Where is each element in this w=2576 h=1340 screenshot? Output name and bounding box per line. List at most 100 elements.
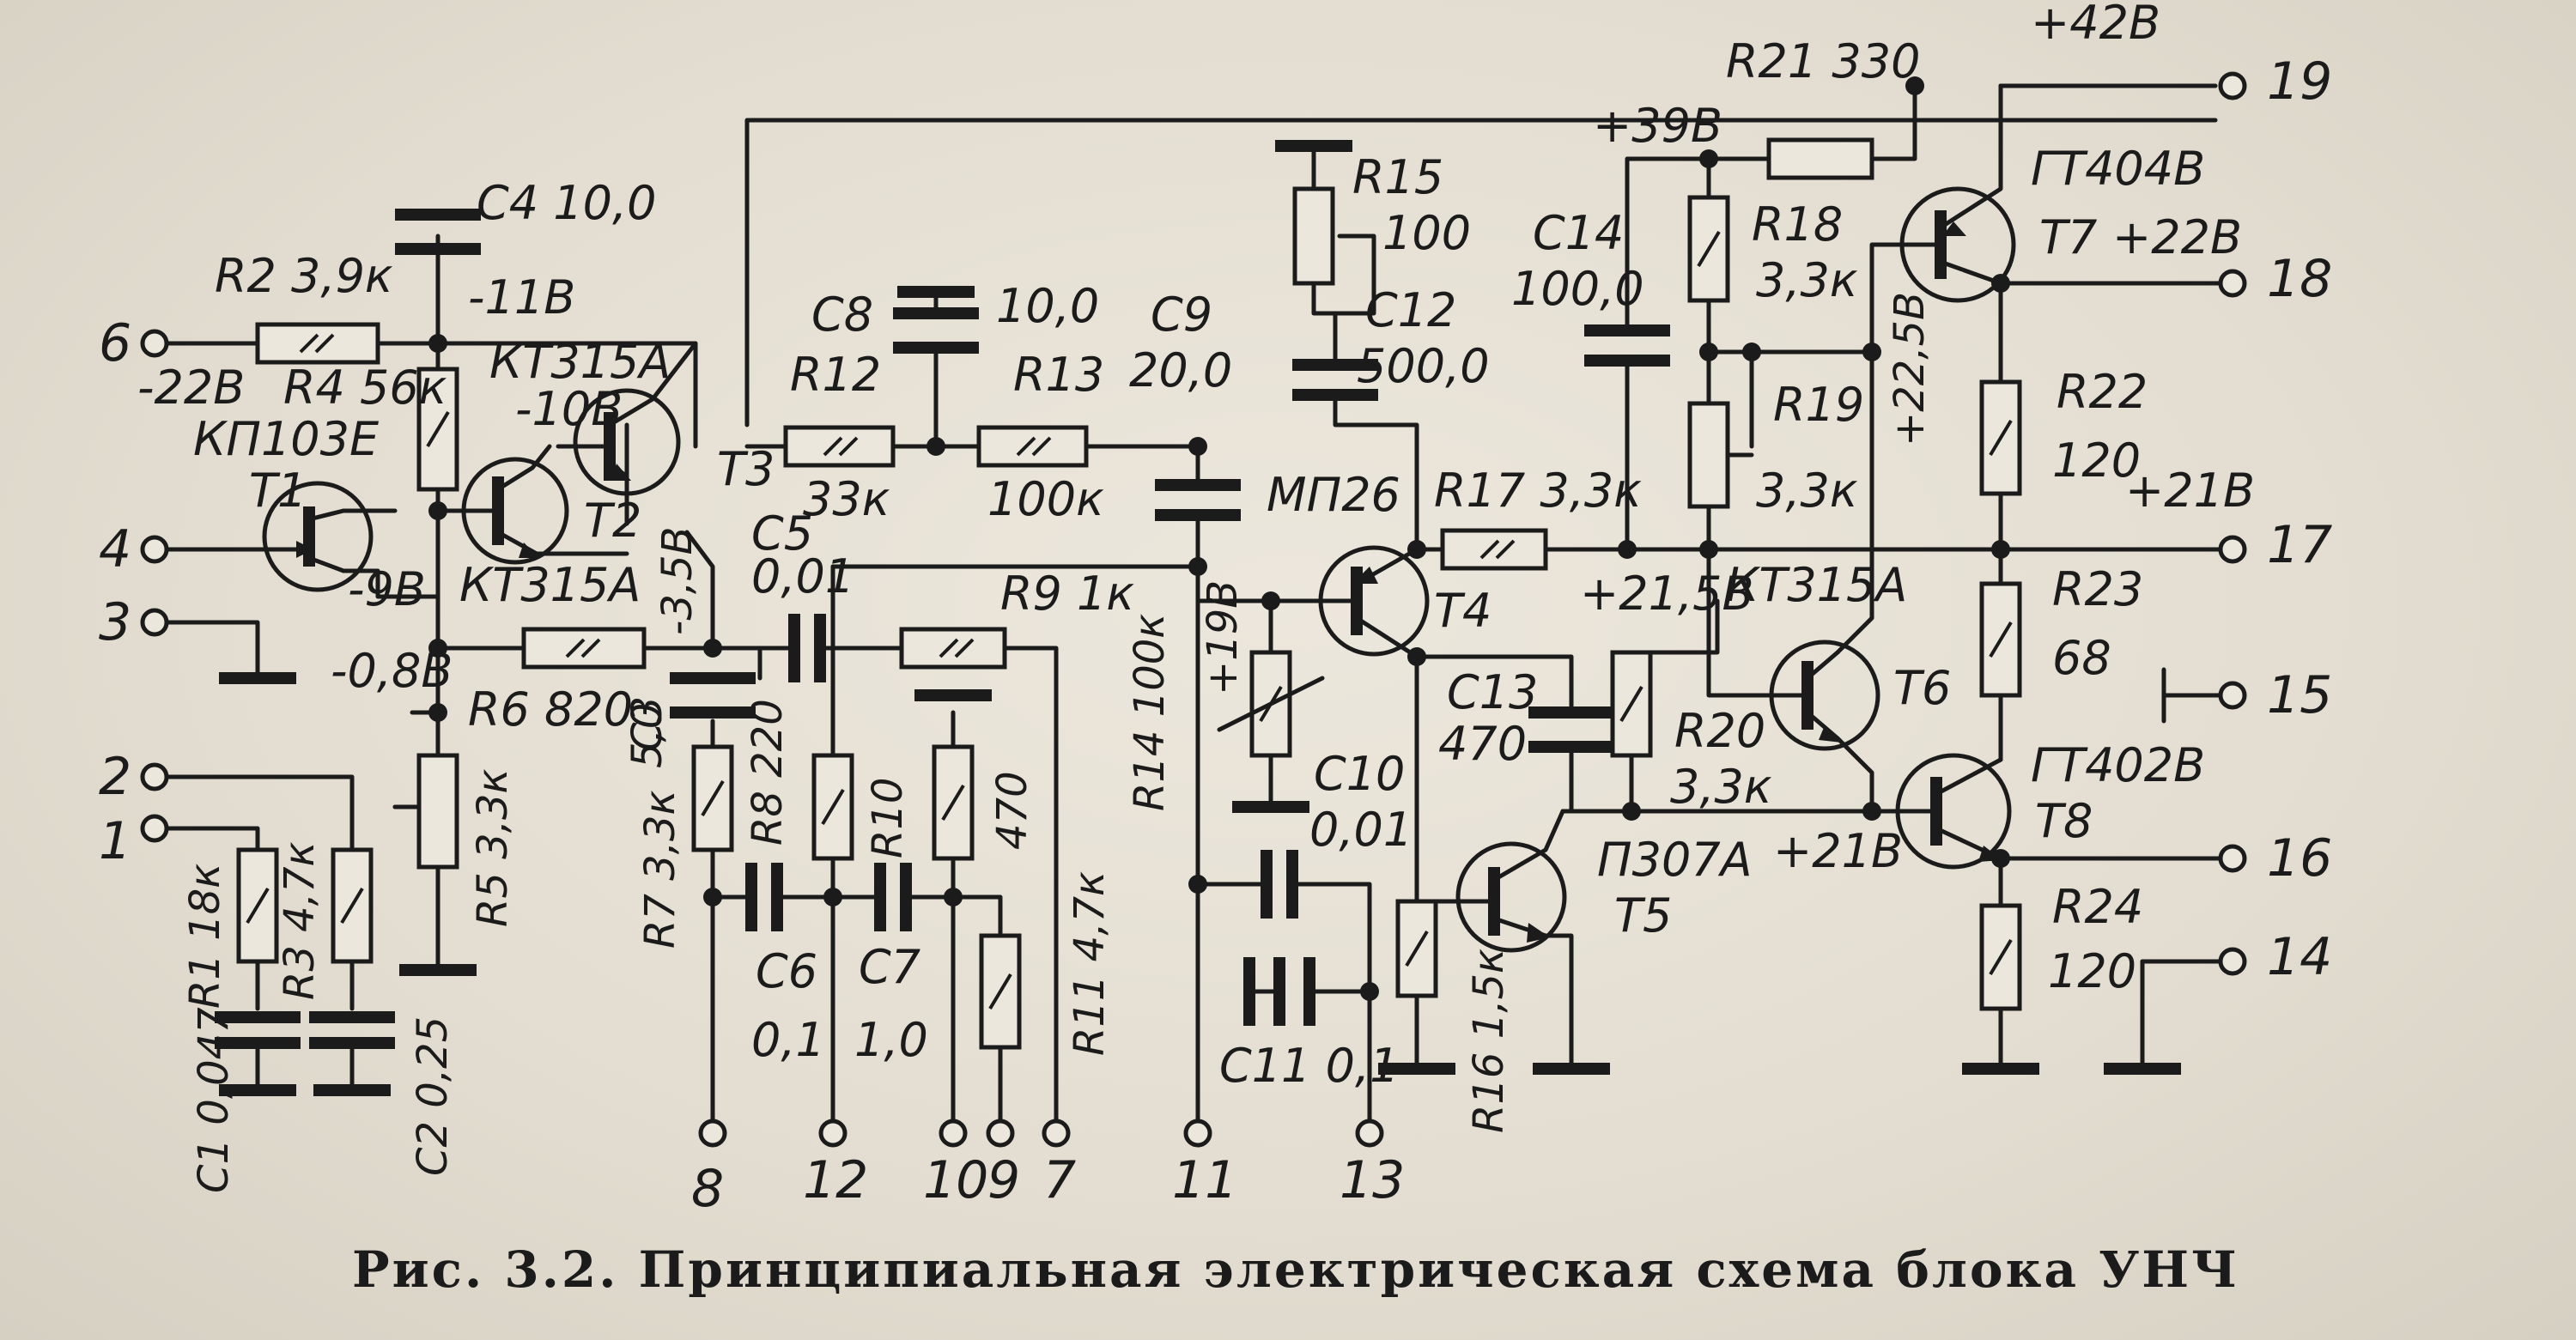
label-c1: C1 0,047: [190, 1007, 238, 1193]
resistor-r15: [1292, 186, 1335, 286]
label-v35: -3,5В: [653, 526, 702, 635]
terminal-16[interactable]: [2218, 844, 2247, 873]
label-r19: R19: [1773, 378, 1864, 432]
terminal-15[interactable]: [2218, 681, 2247, 710]
terminal-4[interactable]: [140, 535, 169, 564]
label-v42: +42В: [2031, 0, 2160, 50]
label-r21: R21 330: [1726, 34, 1920, 88]
terminal-6[interactable]: [140, 329, 169, 358]
label-kp103e: КП103Е: [193, 412, 380, 466]
terminal-10[interactable]: [939, 1119, 968, 1148]
label-r24: R24: [2052, 880, 2143, 934]
label-mp26: МП26: [1267, 468, 1400, 522]
label-v11: -11В: [468, 270, 575, 324]
label-r20: R20: [1674, 704, 1765, 758]
pin-16-label: 16: [2267, 828, 2332, 888]
label-v22: -22В: [137, 361, 245, 415]
resistor-r5: [392, 753, 459, 870]
terminal-2[interactable]: [140, 762, 169, 791]
terminal-8[interactable]: [698, 1119, 727, 1148]
label-r12: R12: [790, 348, 881, 402]
capacitor-c8: [893, 286, 979, 389]
pin-1-label: 1: [99, 811, 131, 871]
terminal-3[interactable]: [140, 608, 169, 637]
label-gt404v: ГТ404В: [2031, 142, 2205, 196]
wires: [165, 83, 2235, 1123]
resistor-r4: [416, 367, 459, 492]
resistor-r14: [1217, 650, 1325, 758]
resistor-r2: [255, 322, 380, 365]
terminal-11[interactable]: [1183, 1119, 1212, 1148]
label-r22: R22: [2057, 365, 2148, 419]
label-r17: R17 3,3к: [1434, 464, 1642, 518]
capacitor-c6: [745, 863, 783, 931]
label-c4: C4 10,0: [477, 176, 656, 230]
terminal-7[interactable]: [1042, 1119, 1071, 1148]
resistor-r13: [976, 425, 1089, 468]
capacitors: [215, 209, 1670, 1096]
capacitor-c11: [1243, 957, 1372, 1026]
label-c9-value: 20,0: [1129, 343, 1232, 397]
label-c7: C7: [859, 940, 920, 994]
label-r5: R5 3,3к: [469, 769, 517, 927]
terminal-1[interactable]: [140, 814, 169, 843]
label-r3: R3 4,7к: [276, 842, 324, 1000]
terminal-18[interactable]: [2218, 269, 2247, 298]
label-r2: R2 3,9к: [215, 249, 393, 303]
label-v225: +22,5В: [1886, 292, 1934, 446]
label-c9: C9: [1151, 288, 1212, 342]
label-t8: T8: [2035, 794, 2093, 848]
label-r6: R6 820: [468, 682, 633, 737]
label-r19-value: 3,3к: [1756, 464, 1858, 518]
label-v19: +19В: [1199, 580, 1247, 695]
label-c11: C11 0,1: [1219, 1039, 1399, 1093]
resistor-r3: [331, 847, 374, 964]
label-c3-value: 5,0: [623, 703, 671, 768]
pin-6-label: 6: [99, 313, 131, 373]
terminal-9[interactable]: [986, 1119, 1015, 1148]
transistor-t6: [1769, 640, 1880, 751]
label-v39: +39В: [1593, 99, 1722, 153]
label-c14-value: 100,0: [1511, 262, 1644, 316]
pin-17-label: 17: [2267, 515, 2332, 575]
label-c12-value: 500,0: [1357, 339, 1490, 393]
capacitor-c5: [788, 614, 826, 682]
label-v215: +21,5В: [1580, 567, 1754, 621]
label-v22p: +22В: [2112, 210, 2242, 264]
pin-18-label: 18: [2267, 249, 2332, 309]
label-t2: T2: [584, 494, 641, 548]
transistor-t1: [262, 481, 374, 592]
resistor-r12: [783, 425, 896, 468]
label-r20-value: 3,3к: [1670, 760, 1772, 814]
label-c7-value: 1,0: [854, 1013, 928, 1067]
pin-13-label: 13: [1340, 1150, 1405, 1210]
resistor-r11: [979, 933, 1022, 1050]
terminal-12[interactable]: [818, 1119, 848, 1148]
terminal-19[interactable]: [2218, 71, 2247, 100]
resistor-r8: [811, 753, 854, 861]
label-v21: +21В: [2125, 464, 2255, 518]
resistor-r18: [1687, 195, 1730, 303]
capacitor-c12: [1292, 359, 1378, 401]
resistor-r23: [1979, 581, 2022, 698]
label-t4: T4: [1434, 584, 1492, 638]
label-c14: C14: [1533, 206, 1624, 260]
label-r16: R16 1,5к: [1465, 949, 1513, 1133]
label-r23-value: 68: [2052, 631, 2111, 685]
label-r13-value: 100к: [987, 472, 1104, 526]
transistor-t7: [1899, 152, 2016, 303]
terminal-17[interactable]: [2218, 535, 2247, 564]
ground-symbols: [219, 140, 2181, 1075]
resistor-r24: [1979, 903, 2022, 1011]
resistor-r9: [899, 627, 1007, 670]
capacitor-c1: [215, 1011, 301, 1096]
pin-10-label: 10: [923, 1150, 988, 1210]
transistors: [262, 152, 2016, 953]
capacitor-c9: [1155, 479, 1241, 521]
pin-numbers: 6 4 3 2 1 8 12 10 9 7 11 13 19 18 17 15 …: [99, 52, 2332, 1219]
terminal-14[interactable]: [2218, 947, 2247, 976]
label-v9: -9В: [348, 562, 426, 616]
resistor-r20: [1610, 650, 1653, 758]
terminal-13[interactable]: [1355, 1119, 1384, 1148]
